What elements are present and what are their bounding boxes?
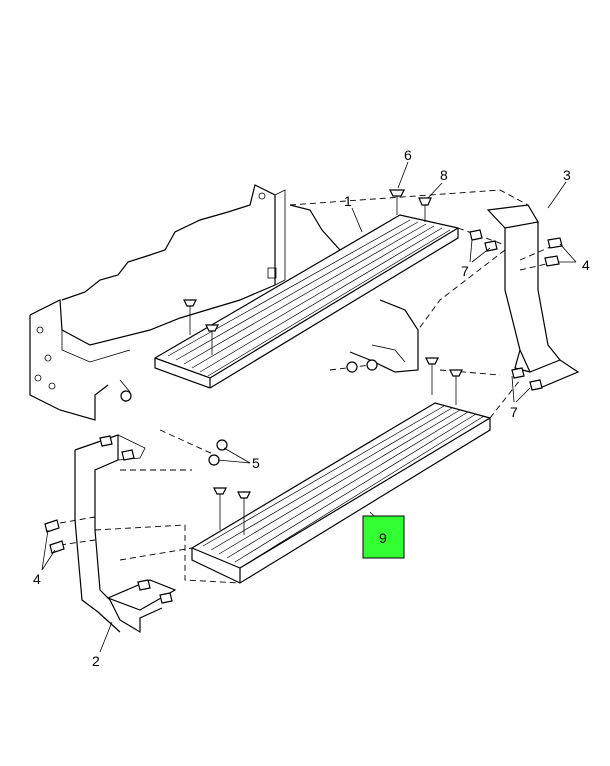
callouts: 1 2 3 4 4 5 6 7 7 8 9 [33,147,590,669]
callout-1[interactable]: 1 [344,193,352,209]
rear-frame-bracket [29,184,356,421]
callout-9[interactable]: 9 [379,530,387,546]
leader-lines [41,161,577,653]
callout-2[interactable]: 2 [92,653,100,669]
callout-4-left[interactable]: 4 [33,571,41,587]
callout-7-lower[interactable]: 7 [510,404,518,420]
center-support [349,299,419,373]
item-9-highlight[interactable] [362,515,405,559]
hardware [44,189,563,604]
callout-3[interactable]: 3 [563,167,571,183]
left-bracket [74,434,177,634]
lower-step-tread [191,402,491,584]
callout-7-upper[interactable]: 7 [461,263,469,279]
callout-4-right[interactable]: 4 [582,257,590,273]
right-bracket [486,204,580,389]
callout-5[interactable]: 5 [252,455,260,471]
callout-8[interactable]: 8 [440,167,448,183]
callout-6[interactable]: 6 [404,147,412,163]
upper-step-tread [154,214,459,389]
